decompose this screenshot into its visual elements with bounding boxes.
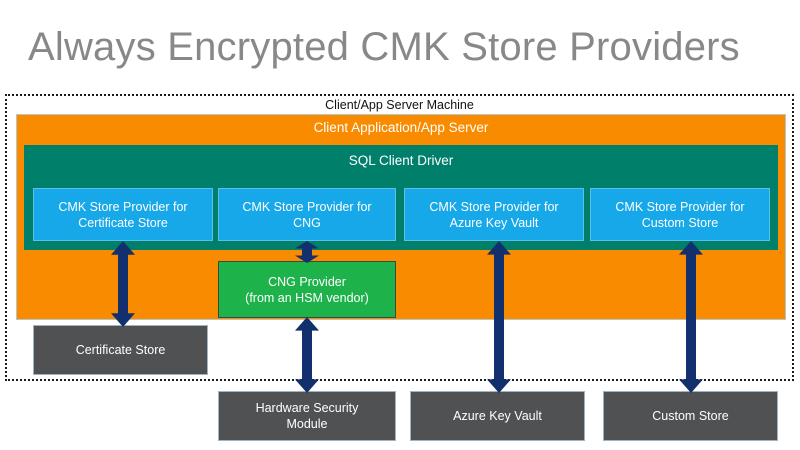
custom-store-box[interactable]: Custom Store bbox=[603, 391, 778, 441]
cng-provider-line1: CNG Provider bbox=[268, 274, 346, 289]
connector-custom-store-arrow bbox=[678, 241, 704, 393]
provider-custom-line1: CMK Store Provider for bbox=[615, 199, 745, 214]
provider-cng-line1: CMK Store Provider for bbox=[242, 199, 372, 214]
provider-cert-line1: CMK Store Provider for bbox=[58, 199, 188, 214]
sql-client-driver-label: SQL Client Driver bbox=[348, 153, 454, 168]
certificate-store-label: Certificate Store bbox=[75, 343, 166, 357]
azure-key-vault-box[interactable]: Azure Key Vault bbox=[410, 391, 585, 441]
page-title: Always Encrypted CMK Store Providers bbox=[28, 25, 740, 69]
cmk-store-provider-cng-box[interactable]: CMK Store Provider for CNG bbox=[218, 188, 396, 241]
hardware-security-module-box[interactable]: Hardware Security Module bbox=[218, 391, 396, 441]
connector-cng-provider-arrow bbox=[294, 241, 320, 263]
certificate-store-box[interactable]: Certificate Store bbox=[33, 325, 208, 375]
cng-provider-box[interactable]: CNG Provider (from an HSM vendor) bbox=[218, 261, 396, 318]
provider-custom-line2: Custom Store bbox=[641, 215, 719, 230]
cmk-store-provider-custom-store-box[interactable]: CMK Store Provider for Custom Store bbox=[590, 188, 770, 241]
cmk-store-provider-certificate-store-box[interactable]: CMK Store Provider for Certificate Store bbox=[33, 188, 213, 241]
hsm-label-line2: Module bbox=[286, 417, 328, 431]
provider-cng-line2: CNG bbox=[293, 215, 321, 230]
cng-provider-line2: (from an HSM vendor) bbox=[245, 290, 369, 305]
connector-certificate-store-arrow bbox=[110, 241, 136, 327]
connector-hardware-security-module-arrow bbox=[294, 317, 320, 393]
provider-akv-line1: CMK Store Provider for bbox=[429, 199, 559, 214]
hsm-label-line1: Hardware Security bbox=[255, 401, 359, 415]
client-application-app-server-label: Client Application/App Server bbox=[313, 120, 489, 135]
client-app-server-machine-boundary bbox=[5, 94, 794, 381]
azure-key-vault-label: Azure Key Vault bbox=[453, 409, 542, 423]
custom-store-label: Custom Store bbox=[652, 409, 729, 423]
cmk-store-provider-azure-key-vault-box[interactable]: CMK Store Provider for Azure Key Vault bbox=[404, 188, 584, 241]
provider-akv-line2: Azure Key Vault bbox=[449, 215, 539, 230]
provider-cert-line2: Certificate Store bbox=[78, 215, 168, 230]
client-app-server-machine-label: Client/App Server Machine bbox=[325, 98, 474, 112]
connector-azure-key-vault-arrow bbox=[486, 241, 512, 393]
